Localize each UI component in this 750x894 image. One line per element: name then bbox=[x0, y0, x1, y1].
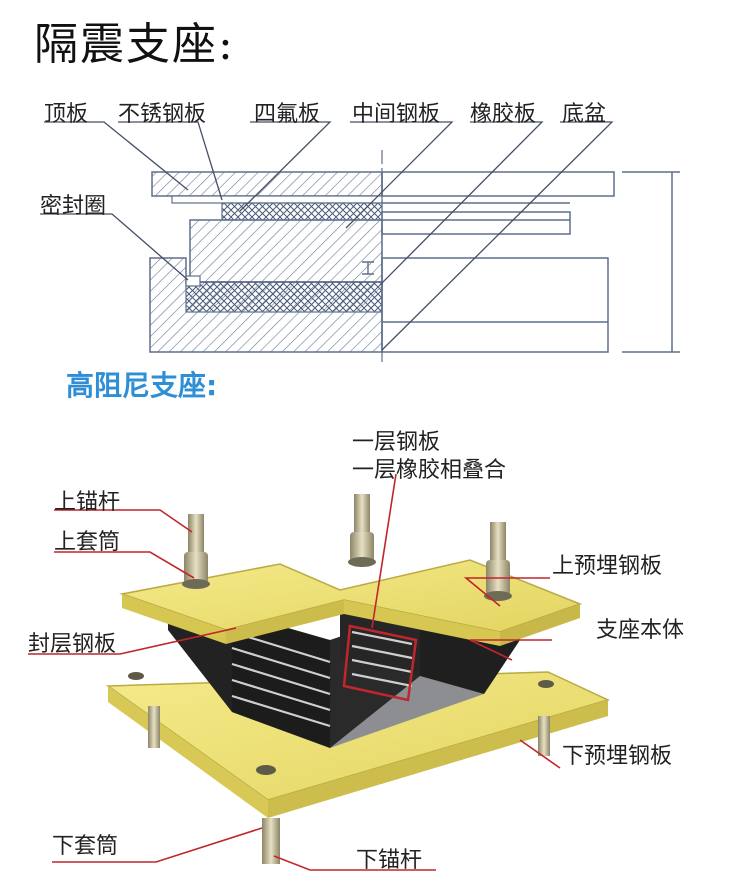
label-bearing-body: 支座本体 bbox=[596, 618, 685, 643]
center-mark bbox=[362, 261, 374, 275]
label-base-pot: 底盆 bbox=[562, 102, 607, 127]
lamination-highlight-box bbox=[342, 624, 418, 702]
illustration-leaders bbox=[28, 473, 561, 871]
label-ptfe-plate: 四氟板 bbox=[254, 102, 321, 127]
label-seal-ring: 密封圈 bbox=[40, 194, 107, 219]
section-leaders bbox=[40, 121, 614, 351]
label-rubber-plate: 橡胶板 bbox=[470, 102, 537, 127]
label-stainless-plate: 不锈钢板 bbox=[118, 102, 207, 127]
isolation-bearing-title: 隔震支座: bbox=[34, 19, 235, 70]
lower-anchor-bolts bbox=[128, 672, 554, 864]
label-lower-embedded-plate: 下预埋钢板 bbox=[562, 744, 673, 769]
label-middle-steel-plate: 中间钢板 bbox=[352, 102, 441, 127]
label-lower-anchor: 下锚杆 bbox=[356, 848, 423, 873]
label-upper-sleeve: 上套筒 bbox=[54, 530, 121, 555]
label-layer-line1: 一层钢板 bbox=[352, 430, 441, 455]
label-upper-anchor: 上锚杆 bbox=[54, 490, 121, 515]
high-damping-bearing-title: 高阻尼支座: bbox=[66, 369, 218, 402]
seal-ring-section bbox=[185, 275, 201, 287]
label-upper-embedded-plate: 上预埋钢板 bbox=[552, 554, 663, 579]
middle-steel-plate-section bbox=[189, 219, 383, 283]
label-lower-sleeve: 下套筒 bbox=[52, 834, 119, 859]
label-layer-line2: 一层橡胶相叠合 bbox=[352, 458, 507, 483]
label-seal-steel-plate: 封层钢板 bbox=[28, 632, 117, 657]
label-top-plate: 顶板 bbox=[44, 102, 89, 127]
